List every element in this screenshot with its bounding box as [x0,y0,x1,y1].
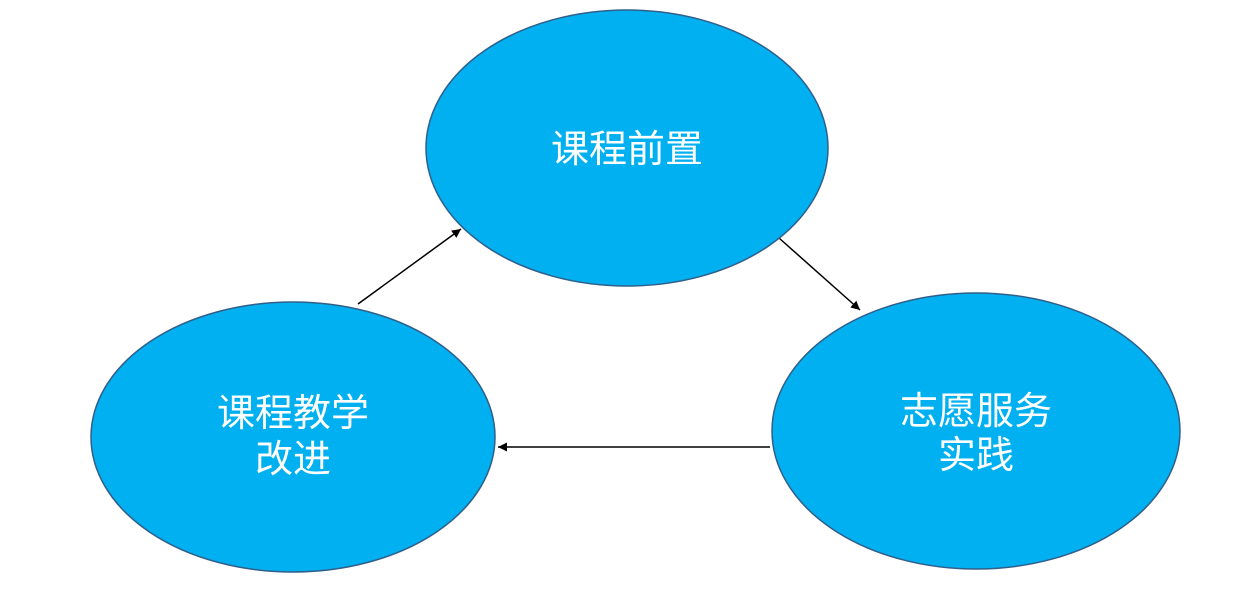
node-teaching-improvement-label-line2: 改进 [255,437,331,481]
node-teaching-improvement-label-line1: 课程教学 [217,391,369,435]
node-course-preposition-label: 课程前置 [551,127,703,171]
node-course-preposition: 课程前置 [425,9,829,287]
node-volunteer-practice: 志愿服务 实践 [771,292,1181,570]
arrow-top-to-right [778,237,861,311]
node-volunteer-practice-label-line1: 志愿服务 [900,389,1052,433]
node-teaching-improvement: 课程教学 改进 [90,301,496,573]
arrow-left-to-top [357,228,462,305]
node-volunteer-practice-label-line2: 实践 [938,433,1014,477]
